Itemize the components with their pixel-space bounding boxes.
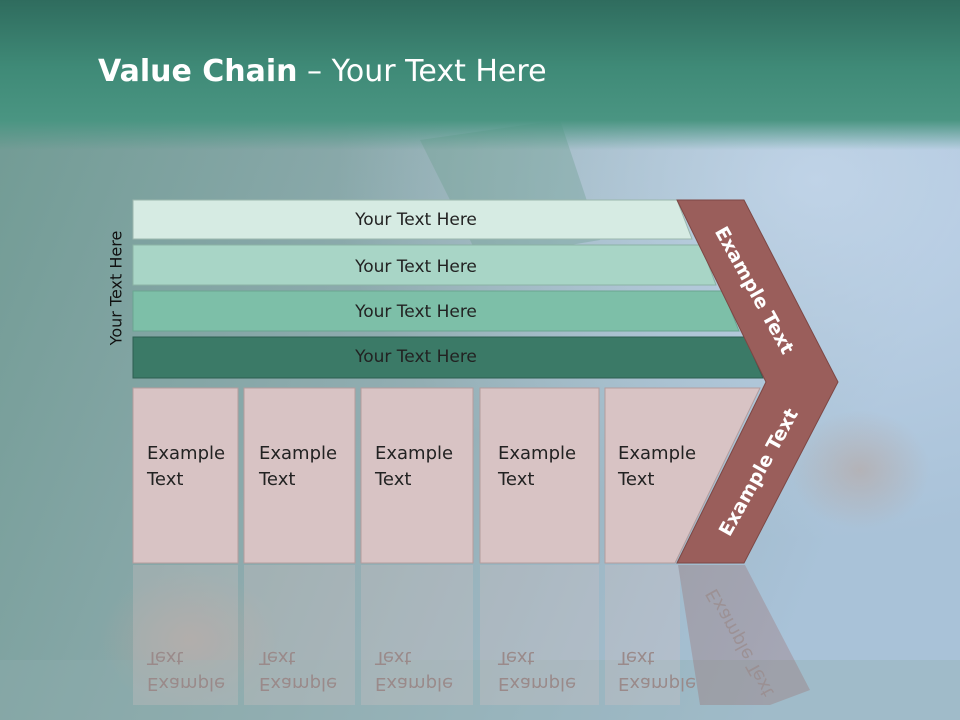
reflection-text: Example bbox=[498, 673, 576, 694]
reflection-text: Example bbox=[618, 673, 696, 694]
cell-2-line2: Text bbox=[258, 469, 295, 490]
margin-chevron bbox=[676, 199, 839, 564]
cell-4-line1: Example bbox=[498, 443, 576, 464]
reflection-text: Text bbox=[258, 647, 295, 668]
page-title: Value Chain – Your Text Here bbox=[98, 54, 547, 89]
header-band bbox=[0, 0, 960, 150]
reflection-chevron bbox=[678, 565, 810, 705]
title-bold: Value Chain bbox=[98, 54, 298, 89]
row-bar-3 bbox=[132, 290, 740, 332]
activity-cell-4 bbox=[479, 387, 600, 564]
row-bar-1 bbox=[132, 199, 693, 240]
activity-cell-2 bbox=[243, 387, 356, 564]
reflection-cell bbox=[605, 565, 680, 705]
activity-cell-5 bbox=[604, 387, 761, 564]
activity-cell-1 bbox=[132, 387, 239, 564]
reflection-text: Text bbox=[146, 647, 183, 668]
row-label-2: Your Text Here bbox=[354, 257, 477, 277]
reflection-cell bbox=[480, 565, 599, 705]
cell-5-line1: Example bbox=[618, 443, 696, 464]
activity-cell-3 bbox=[360, 387, 474, 564]
reflection-cell bbox=[361, 565, 473, 705]
reflection-text: Text bbox=[497, 647, 534, 668]
title-rest: – Your Text Here bbox=[297, 54, 547, 89]
cell-4-line2: Text bbox=[497, 469, 534, 490]
reflection-cell bbox=[133, 565, 238, 705]
reflection-text: Example bbox=[259, 673, 337, 694]
cell-1-line2: Text bbox=[146, 469, 183, 490]
row-bar-2 bbox=[132, 244, 717, 286]
cell-1-line1: Example bbox=[147, 443, 225, 464]
row-label-4: Your Text Here bbox=[354, 347, 477, 367]
cell-3-line2: Text bbox=[374, 469, 411, 490]
row-label-1: Your Text Here bbox=[354, 210, 477, 230]
reflection bbox=[133, 565, 810, 705]
reflection-text: Example bbox=[147, 673, 225, 694]
cell-3-line1: Example bbox=[375, 443, 453, 464]
reflection-text: Text bbox=[374, 647, 411, 668]
reflection-cell bbox=[244, 565, 355, 705]
cell-5-line2: Text bbox=[617, 469, 654, 490]
cell-2-line1: Example bbox=[259, 443, 337, 464]
reflection-text: Example bbox=[375, 673, 453, 694]
row-label-3: Your Text Here bbox=[354, 302, 477, 322]
reflection-text: Text bbox=[617, 647, 654, 668]
row-bar-4 bbox=[132, 336, 764, 379]
